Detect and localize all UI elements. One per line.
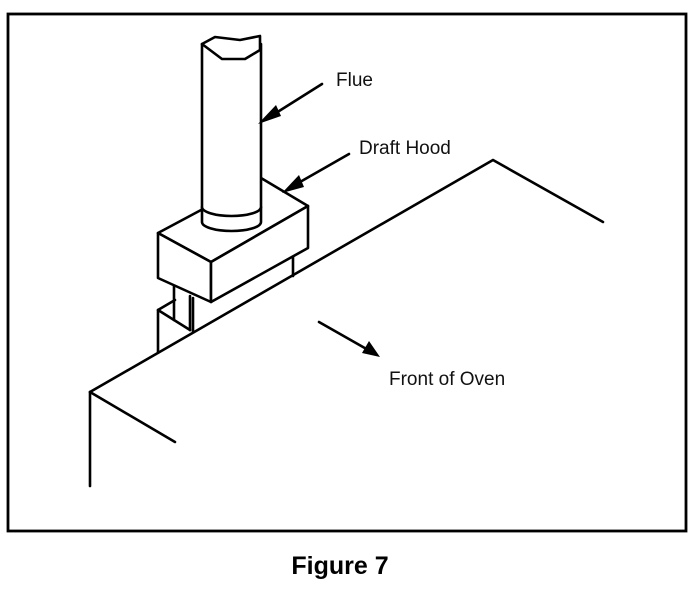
draft-hood-box: [156, 176, 310, 304]
flue-label: Flue: [336, 70, 373, 91]
figure-frame: [6, 12, 688, 533]
front-of-oven-arrowhead: [362, 341, 380, 357]
flue-pointer-arrow: [258, 82, 324, 124]
flue-pipe: [200, 34, 263, 233]
front-of-oven-label: Front of Oven: [389, 369, 505, 390]
flue-arrowhead: [258, 105, 281, 124]
draft-hood-right-face: [209, 204, 310, 304]
flue-body: [200, 42, 263, 218]
flue-broken-top: [200, 34, 262, 61]
draft-hood-arrowhead: [282, 175, 304, 193]
oven-front-top-edge: [88, 390, 177, 444]
draft-hood-label: Draft Hood: [359, 138, 451, 159]
front-of-oven-arrow: [317, 320, 380, 357]
draft-hood-legs: [156, 255, 295, 354]
oven-outline: [88, 158, 605, 488]
oven-top-back-edge: [88, 158, 605, 394]
figure-caption: Figure 7: [291, 552, 389, 580]
draft-hood-pointer-arrow: [282, 152, 351, 193]
